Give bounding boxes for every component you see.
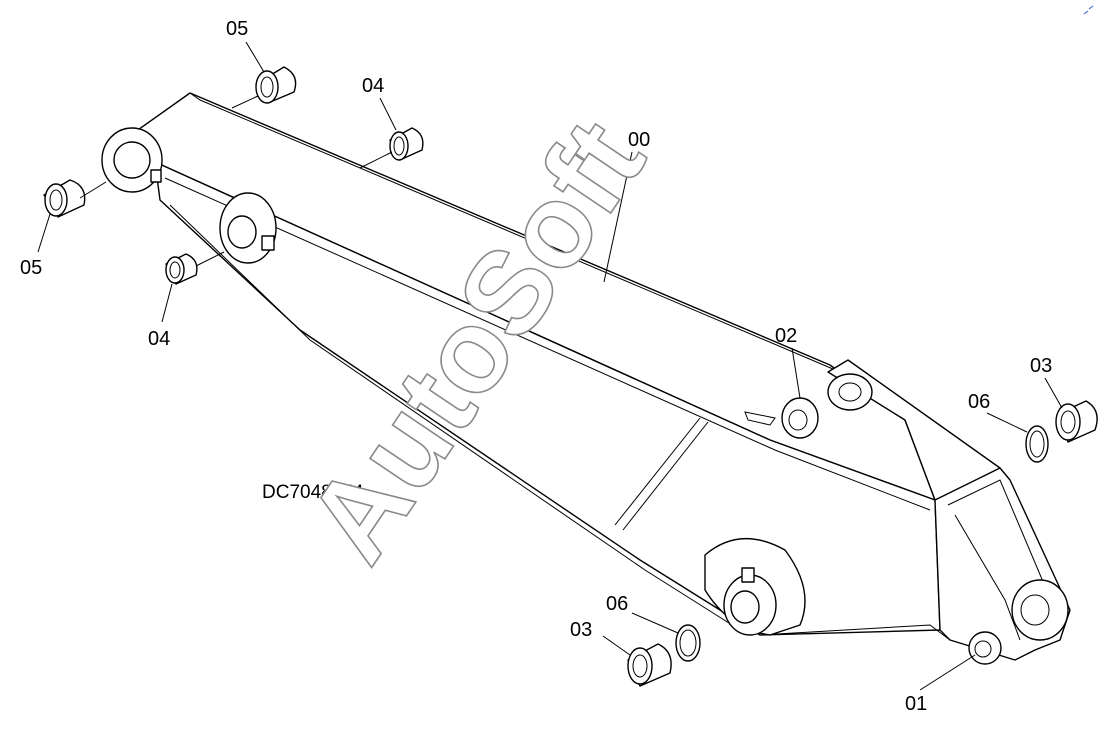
shim-06-right	[1025, 425, 1049, 463]
arm-rib	[622, 421, 709, 531]
bushing-03-bottom-face	[627, 647, 653, 685]
arm-middle-boss	[219, 192, 277, 264]
bushing-01	[968, 631, 1002, 665]
label-bushing-bracket: 02	[775, 325, 797, 347]
leader-03-bottom	[602, 635, 631, 656]
bushing-04-left	[165, 253, 198, 285]
leader-06-right	[986, 412, 1028, 433]
bushing-04-left-bore	[169, 261, 181, 279]
leader-02	[791, 347, 801, 399]
bushing-04-top-face	[389, 131, 409, 161]
bushing-05-left	[43, 179, 86, 218]
bracket-eye-upper	[827, 373, 873, 411]
bushing-03-bottom-bore	[632, 654, 648, 678]
bushing-03-right-bore	[1060, 410, 1076, 434]
label-bushing-end-a: 05	[226, 18, 248, 40]
arm-bracket	[759, 359, 1071, 661]
label-bushing-bottom: 03	[570, 619, 592, 641]
label-bushing-right: 03	[1030, 355, 1052, 377]
arm-edge-line	[189, 92, 841, 373]
bracket-eye-lower	[1011, 579, 1069, 641]
label-shim-bottom: 06	[606, 593, 628, 615]
bushing-02	[781, 397, 819, 439]
bushing-05-left-bore	[49, 189, 63, 211]
arm-edge-line	[169, 204, 741, 631]
label-bushing-top-b: 04	[148, 328, 170, 350]
leader-05-top	[245, 41, 265, 73]
bushing-02-bore	[788, 409, 808, 431]
arm-rib	[614, 417, 701, 526]
middle-boss-lug	[261, 235, 275, 251]
leader-00	[603, 151, 633, 283]
bracket-edge	[954, 514, 1021, 641]
arm-rear-boss	[101, 127, 163, 193]
bushing-05-left-face	[44, 183, 68, 217]
leader-04-left	[161, 283, 173, 323]
bushing-02-body	[781, 397, 819, 439]
label-shim-right: 06	[968, 391, 990, 413]
shim-06-bottom	[675, 624, 701, 662]
bushing-04-left-face	[165, 256, 185, 284]
bushing-03-bottom	[627, 643, 672, 687]
callout-labels: 00 02 01 03 06 06 03 05 04 05 04 DC70486…	[20, 18, 1052, 715]
label-main-body: 00	[628, 129, 650, 151]
bushing-04-top-bore	[393, 136, 405, 156]
lower-boss-lug	[741, 567, 755, 583]
bushing-01-body	[968, 631, 1002, 665]
corner-mark-icon	[1083, 5, 1094, 15]
label-bushing-tip: 01	[905, 693, 927, 715]
drawing-code: DC7048654	[262, 482, 364, 503]
bushing-01-bore	[974, 640, 992, 658]
leader-lines	[37, 41, 1063, 691]
leader-04-top-dash	[359, 151, 393, 169]
leader-05-left	[37, 213, 51, 253]
bushing-03-right-face	[1055, 403, 1081, 441]
lower-boss-bore	[730, 590, 760, 624]
bushing-05-top-bore	[260, 76, 274, 98]
leader-01	[919, 654, 976, 691]
rear-boss-bore	[113, 141, 151, 179]
leader-05-left-dash	[79, 181, 107, 199]
leader-04-top	[379, 97, 397, 131]
rear-boss-lug	[150, 169, 162, 183]
arm-lower-boss	[704, 538, 806, 636]
label-bushing-top-a: 04	[362, 75, 384, 97]
bushing-05-top	[255, 66, 297, 104]
middle-boss-bore	[227, 215, 257, 249]
bracket-edge	[947, 479, 1056, 611]
bracket-eye-lower-hole	[1020, 594, 1050, 626]
bushing-05-top-face	[255, 70, 279, 104]
arm-slot	[744, 411, 776, 426]
leader-03-right	[1044, 377, 1063, 409]
bushing-04-top	[389, 127, 424, 161]
shim-06-right-bore	[1029, 430, 1045, 458]
leader-05-top-dash	[231, 95, 259, 109]
leader-06-bottom	[631, 612, 679, 634]
bracket-edge	[759, 624, 951, 641]
arm-edge-line	[164, 177, 931, 511]
leader-04-left-dash	[195, 251, 225, 267]
arm-body	[134, 92, 941, 636]
bushing-03-right	[1055, 400, 1098, 443]
label-bushing-end-b: 05	[20, 257, 42, 279]
bracket-eye-upper-hole	[838, 382, 862, 402]
shim-06-bottom-bore	[679, 629, 697, 657]
